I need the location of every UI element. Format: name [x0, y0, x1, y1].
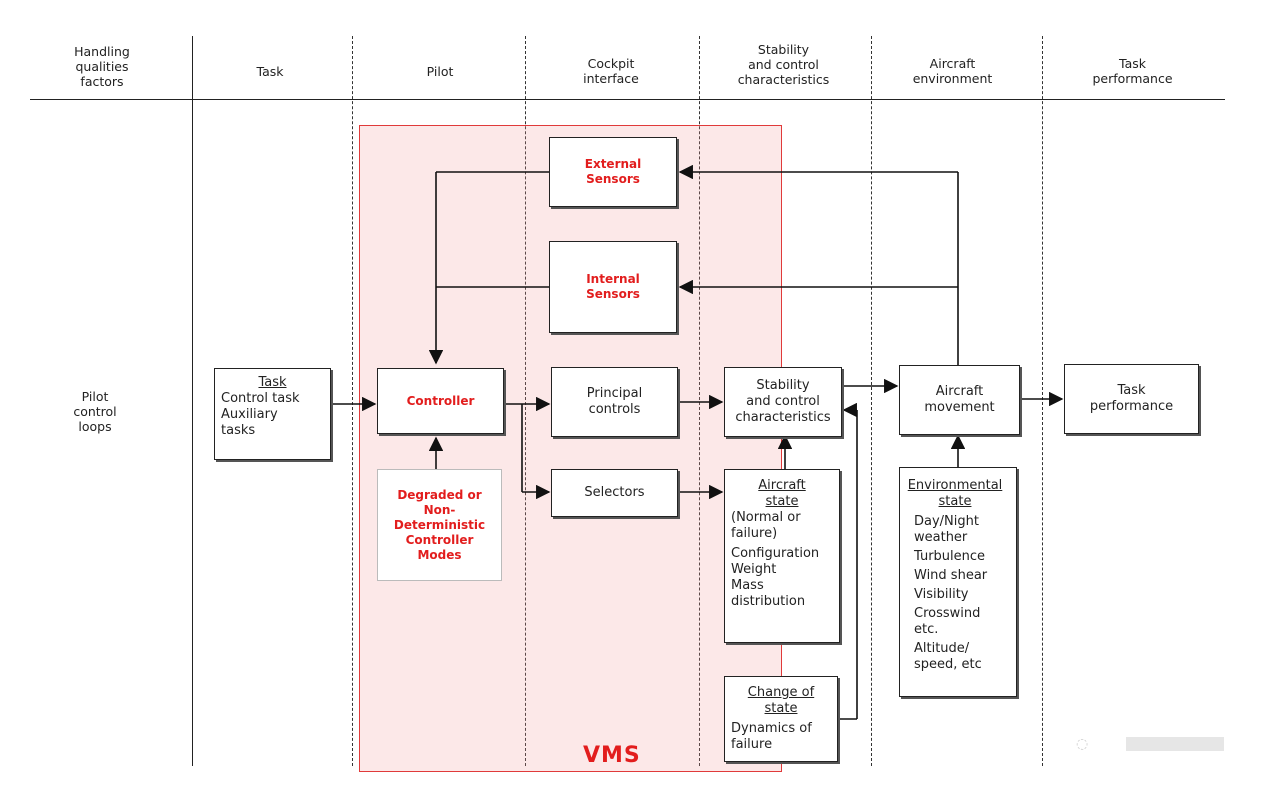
- col-header-pilot: Pilot: [426, 64, 454, 79]
- separator-1: [192, 36, 193, 766]
- controller-box: Controller: [377, 368, 504, 434]
- vms-label: VMS: [583, 743, 641, 768]
- row-label-pilot-control-loops: Pilot control loops: [73, 389, 117, 434]
- aircraft-movement-box: Aircraft movement: [899, 365, 1020, 435]
- watermark-icon: ◌: [1076, 736, 1089, 752]
- separator-6: [1042, 36, 1043, 766]
- task-performance-box: Task performance: [1064, 364, 1199, 434]
- principal-controls-box: Principal controls: [551, 367, 678, 437]
- separator-3: [525, 36, 526, 766]
- separator-2: [352, 36, 353, 766]
- task-box-title: Task: [258, 375, 287, 390]
- col-header-task: Task: [256, 64, 284, 79]
- watermark-block: [1126, 737, 1224, 751]
- header-rule: [30, 99, 1225, 100]
- external-sensors-box: External Sensors: [549, 137, 677, 207]
- stability-control-box: Stability and control characteristics: [724, 367, 842, 437]
- aircraft-state-box: Aircraft state (Normal or failure) Confi…: [724, 469, 840, 643]
- selectors-box: Selectors: [551, 469, 678, 517]
- environmental-state-box: Environmental state Day/Night weather Tu…: [899, 467, 1017, 697]
- change-of-state-box: Change of state Dynamics of failure: [724, 676, 838, 762]
- separator-4: [699, 36, 700, 766]
- degraded-controller-modes-box: Degraded or Non- Deterministic Controlle…: [377, 469, 502, 581]
- task-box: Task Control task Auxiliary tasks: [214, 368, 331, 460]
- separator-5: [871, 36, 872, 766]
- internal-sensors-box: Internal Sensors: [549, 241, 677, 333]
